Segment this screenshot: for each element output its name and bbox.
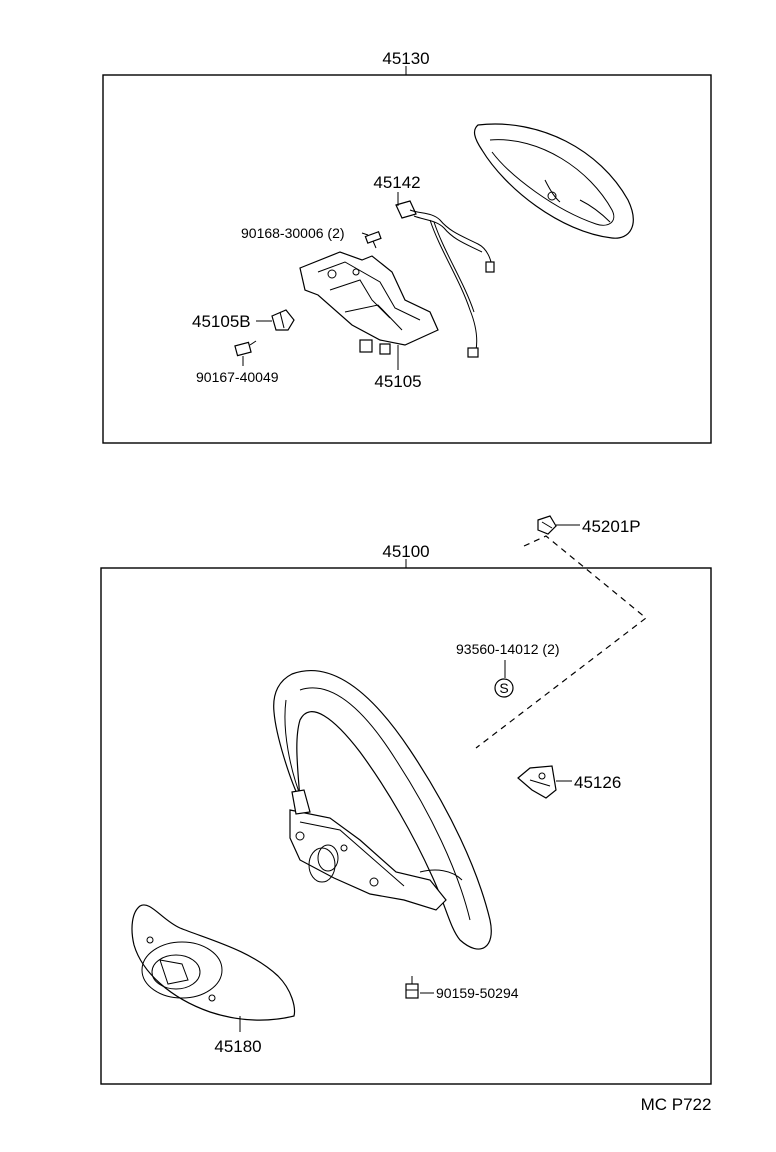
bracket-45105b-label[interactable]: 45105B — [192, 312, 251, 331]
emblem-45201p-part[interactable] — [537, 515, 557, 535]
screw-93560-label[interactable]: 93560-14012 (2) — [456, 641, 560, 657]
lower-cover-label[interactable]: 45180 — [214, 1037, 261, 1056]
bolt-90159-part[interactable] — [405, 976, 419, 999]
pad-wire-harness-part[interactable] — [395, 200, 495, 358]
inflator-bracket-part[interactable] — [299, 251, 439, 355]
steering-wheel-part[interactable] — [273, 670, 492, 950]
clip-45126-label[interactable]: 45126 — [574, 773, 621, 792]
screw-s-symbol: S — [499, 680, 508, 696]
lower-cover-part[interactable] — [131, 904, 296, 1021]
lower-assembly-group: 45100 45201P 93560-14012 (2) S 45126 — [100, 515, 712, 1085]
lower-assembly-frame — [100, 567, 712, 1085]
catalog-code: MC P722 — [641, 1095, 712, 1114]
emblem-dashed-leader — [475, 535, 647, 749]
screw-93560-part[interactable]: S — [494, 678, 514, 698]
screw-90168-label[interactable]: 90168-30006 (2) — [241, 225, 345, 241]
bolt-90167-label[interactable]: 90167-40049 — [196, 369, 279, 385]
bolt-90159-label[interactable]: 90159-50294 — [436, 985, 519, 1001]
screw-90168-part[interactable] — [364, 231, 382, 249]
horn-pad-part[interactable] — [473, 123, 634, 239]
clip-45126-part[interactable] — [517, 765, 557, 799]
inflator-bracket-label[interactable]: 45105 — [374, 372, 421, 391]
emblem-45201p-label[interactable]: 45201P — [582, 517, 641, 536]
lower-assembly-number[interactable]: 45100 — [382, 542, 429, 561]
bracket-45105b-part[interactable] — [271, 309, 295, 331]
upper-assembly-group: 45130 45142 90168-30006 (2) — [102, 49, 712, 444]
upper-assembly-number[interactable]: 45130 — [382, 49, 429, 68]
upper-assembly-frame — [102, 74, 712, 444]
pad-wire-label[interactable]: 45142 — [373, 173, 420, 192]
bolt-90167-part[interactable] — [234, 340, 257, 357]
